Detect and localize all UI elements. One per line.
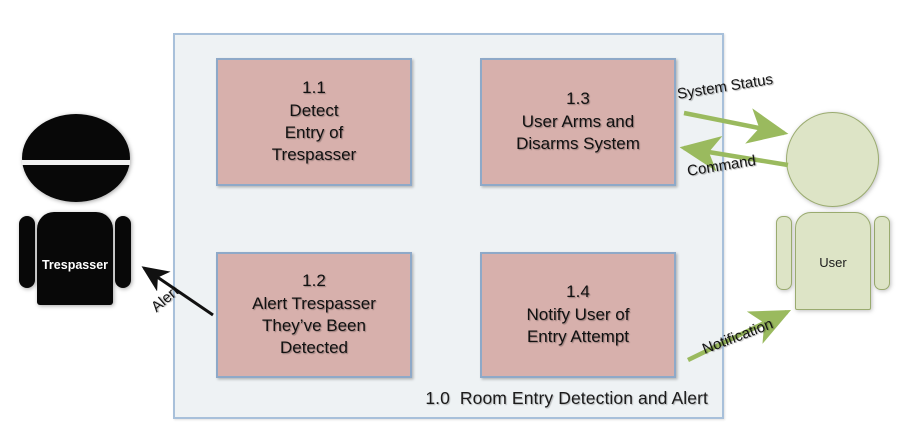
process-number: 1.1	[302, 78, 326, 98]
process-line: User Arms and	[521, 111, 635, 131]
actor-trespasser[interactable]: Trespasser	[0, 0, 150, 320]
mask-slit-icon	[22, 160, 130, 165]
person-head-icon	[786, 112, 879, 207]
process-line: Entry Attempt	[526, 327, 630, 347]
person-arm-right-icon	[115, 216, 131, 288]
process-line: Entry of	[284, 123, 344, 142]
process-box-1-3[interactable]: 1.3 User Arms and Disarms System	[480, 58, 676, 186]
person-torso-icon	[795, 212, 871, 310]
actor-user[interactable]: User	[760, 0, 899, 330]
actor-user-label: User	[819, 255, 847, 270]
process-box-1-4[interactable]: 1.4 Notify User of Entry Attempt	[480, 252, 676, 378]
person-arm-left-icon	[19, 216, 35, 288]
process-line: They’ve Been	[262, 316, 366, 335]
person-torso-icon	[37, 212, 113, 305]
process-line: Trespasser	[271, 145, 357, 165]
person-arm-right-icon	[874, 216, 890, 290]
process-number: 1.2	[302, 271, 326, 291]
process-line: Alert Trespasser	[252, 293, 376, 313]
person-masked-head-icon	[22, 114, 130, 202]
process-line: Disarms System	[516, 134, 640, 154]
process-line: Detect	[289, 100, 339, 120]
actor-trespasser-label: Trespasser	[41, 258, 109, 272]
person-arm-left-icon	[776, 216, 792, 290]
process-line: Notify User of	[526, 304, 630, 324]
process-number: 1.4	[566, 282, 590, 302]
process-box-1-1[interactable]: 1.1 Detect Entry of Trespasser	[216, 58, 412, 186]
boundary-caption: 1.0 Room Entry Detection and Alert	[425, 388, 708, 408]
process-box-1-2[interactable]: 1.2 Alert Trespasser They’ve Been Detect…	[216, 252, 412, 378]
process-line: Detected	[279, 338, 349, 358]
process-number: 1.3	[566, 89, 590, 109]
